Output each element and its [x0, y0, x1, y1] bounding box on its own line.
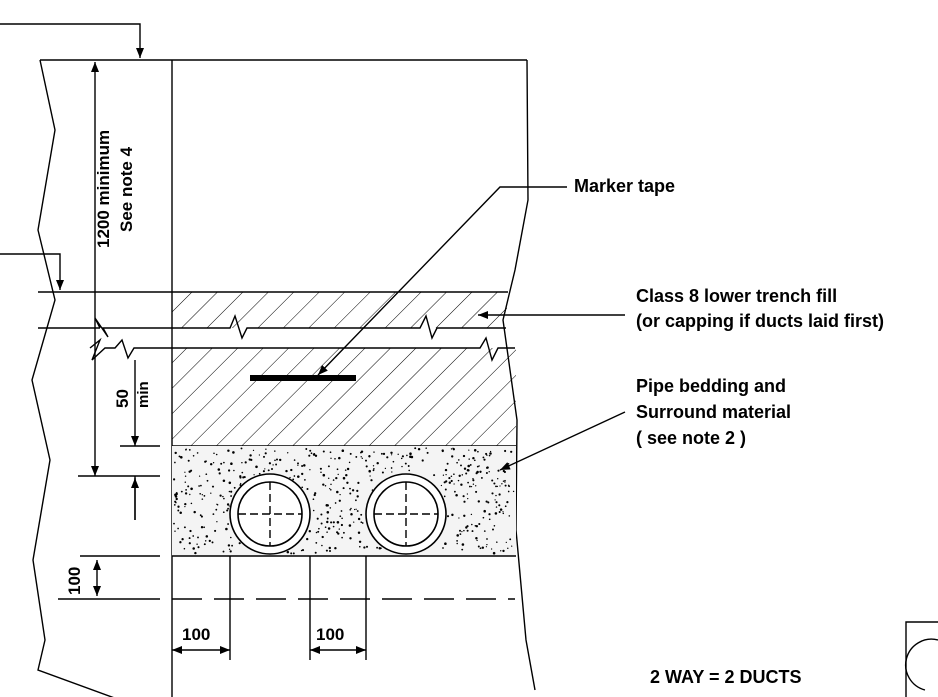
marker-tape-label: Marker tape — [574, 176, 675, 196]
surround-speckles — [173, 447, 515, 555]
dim-100-vertical-label: 100 — [65, 567, 84, 595]
surround-material-zone — [172, 446, 516, 556]
bedding-label-line1: Pipe bedding and — [636, 376, 786, 396]
duct-right — [365, 473, 447, 555]
footer-caption: 2 WAY = 2 DUCTS — [650, 667, 802, 687]
class8-fill-band — [172, 292, 507, 328]
bedding-hatched-zone — [172, 348, 516, 446]
dim-100-mid-label: 100 — [316, 625, 344, 644]
dim-50-label: 50 — [113, 389, 132, 408]
class8-label-line2: (or capping if ducts laid first) — [636, 311, 884, 331]
dim-1200-label: 1200 minimum — [94, 130, 113, 248]
marker-tape — [250, 375, 356, 381]
adjacent-detail-box — [905, 621, 938, 697]
dim-100-left-label: 100 — [182, 625, 210, 644]
class8-label-line1: Class 8 lower trench fill — [636, 286, 837, 306]
marker-tape-leader — [317, 186, 567, 376]
trench-left-edge — [31, 59, 114, 697]
duct-left — [229, 473, 311, 555]
dim-min-label: min — [135, 381, 152, 408]
bedding-label-line2: Surround material — [636, 402, 791, 422]
bedding-label-line3: ( see note 2 ) — [636, 428, 746, 448]
see-note-4-label: See note 4 — [117, 146, 136, 232]
